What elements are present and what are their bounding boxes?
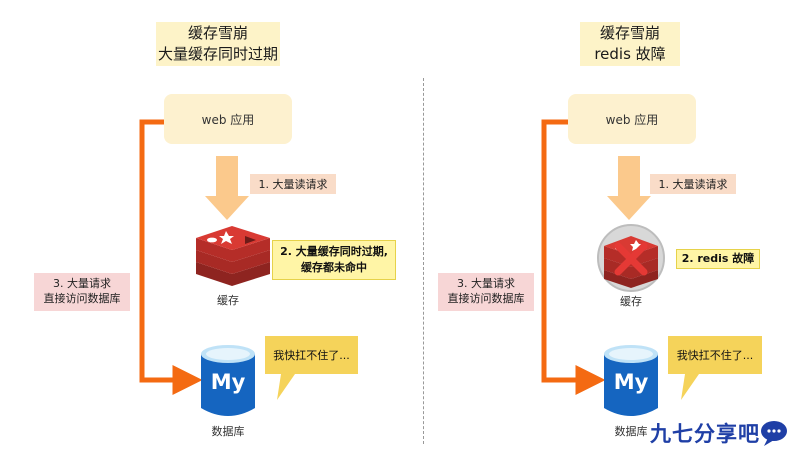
right-title-line1: 缓存雪崩 [599,24,660,42]
left-database-icon [201,345,255,416]
right-web-app-label: web 应用 [605,112,659,127]
left-title: 缓存雪崩 大量缓存同时过期 [156,22,280,66]
right-down-arrow [607,156,651,220]
right-web-app-box: web 应用 [568,94,696,144]
right-database-icon [604,345,658,416]
right-title-line2: redis 故障 [594,45,666,63]
left-step2-line1: 2. 大量缓存同时过期, [280,245,388,258]
right-step2-label: 2. redis 故障 [676,249,760,269]
right-step1-label: 1. 大量读请求 [650,174,736,194]
watermark-bubble-icon [761,421,787,446]
left-bubble-shape [265,336,358,400]
panel-divider [423,78,424,444]
right-title: 缓存雪崩 redis 故障 [580,22,680,66]
left-db-logo-text: My [210,370,246,394]
right-flow-path [541,119,606,395]
left-step3-label: 3. 大量请求 直接访问数据库 [34,273,130,311]
right-bubble-text: 我快扛不住了... [676,349,754,362]
left-flow-path [139,119,203,395]
left-title-line2: 大量缓存同时过期 [157,45,278,63]
left-step2-line2: 缓存都未命中 [301,261,367,274]
left-step1-label: 1. 大量读请求 [250,174,336,194]
left-web-app-box: web 应用 [164,94,292,144]
left-step2-label: 2. 大量缓存同时过期, 缓存都未命中 [272,240,396,280]
left-cache-label: 缓存 [217,294,239,307]
left-down-arrow [205,156,249,220]
left-title-line1: 缓存雪崩 [187,24,248,42]
error-x-icon [614,242,648,276]
left-bubble-text: 我快扛不住了... [273,349,350,362]
right-db-label: 数据库 [614,425,648,438]
left-web-app-label: web 应用 [201,112,255,127]
right-db-logo-text: My [613,370,649,394]
watermark: 九七分享吧 [650,422,760,446]
left-db-label: 数据库 [211,425,245,438]
right-cache-label: 缓存 [620,295,642,308]
right-step3-label: 3. 大量请求 直接访问数据库 [438,273,534,311]
left-redis-icon [196,226,270,286]
right-redis-failed-icon [597,224,665,292]
right-bubble-shape [668,336,762,400]
